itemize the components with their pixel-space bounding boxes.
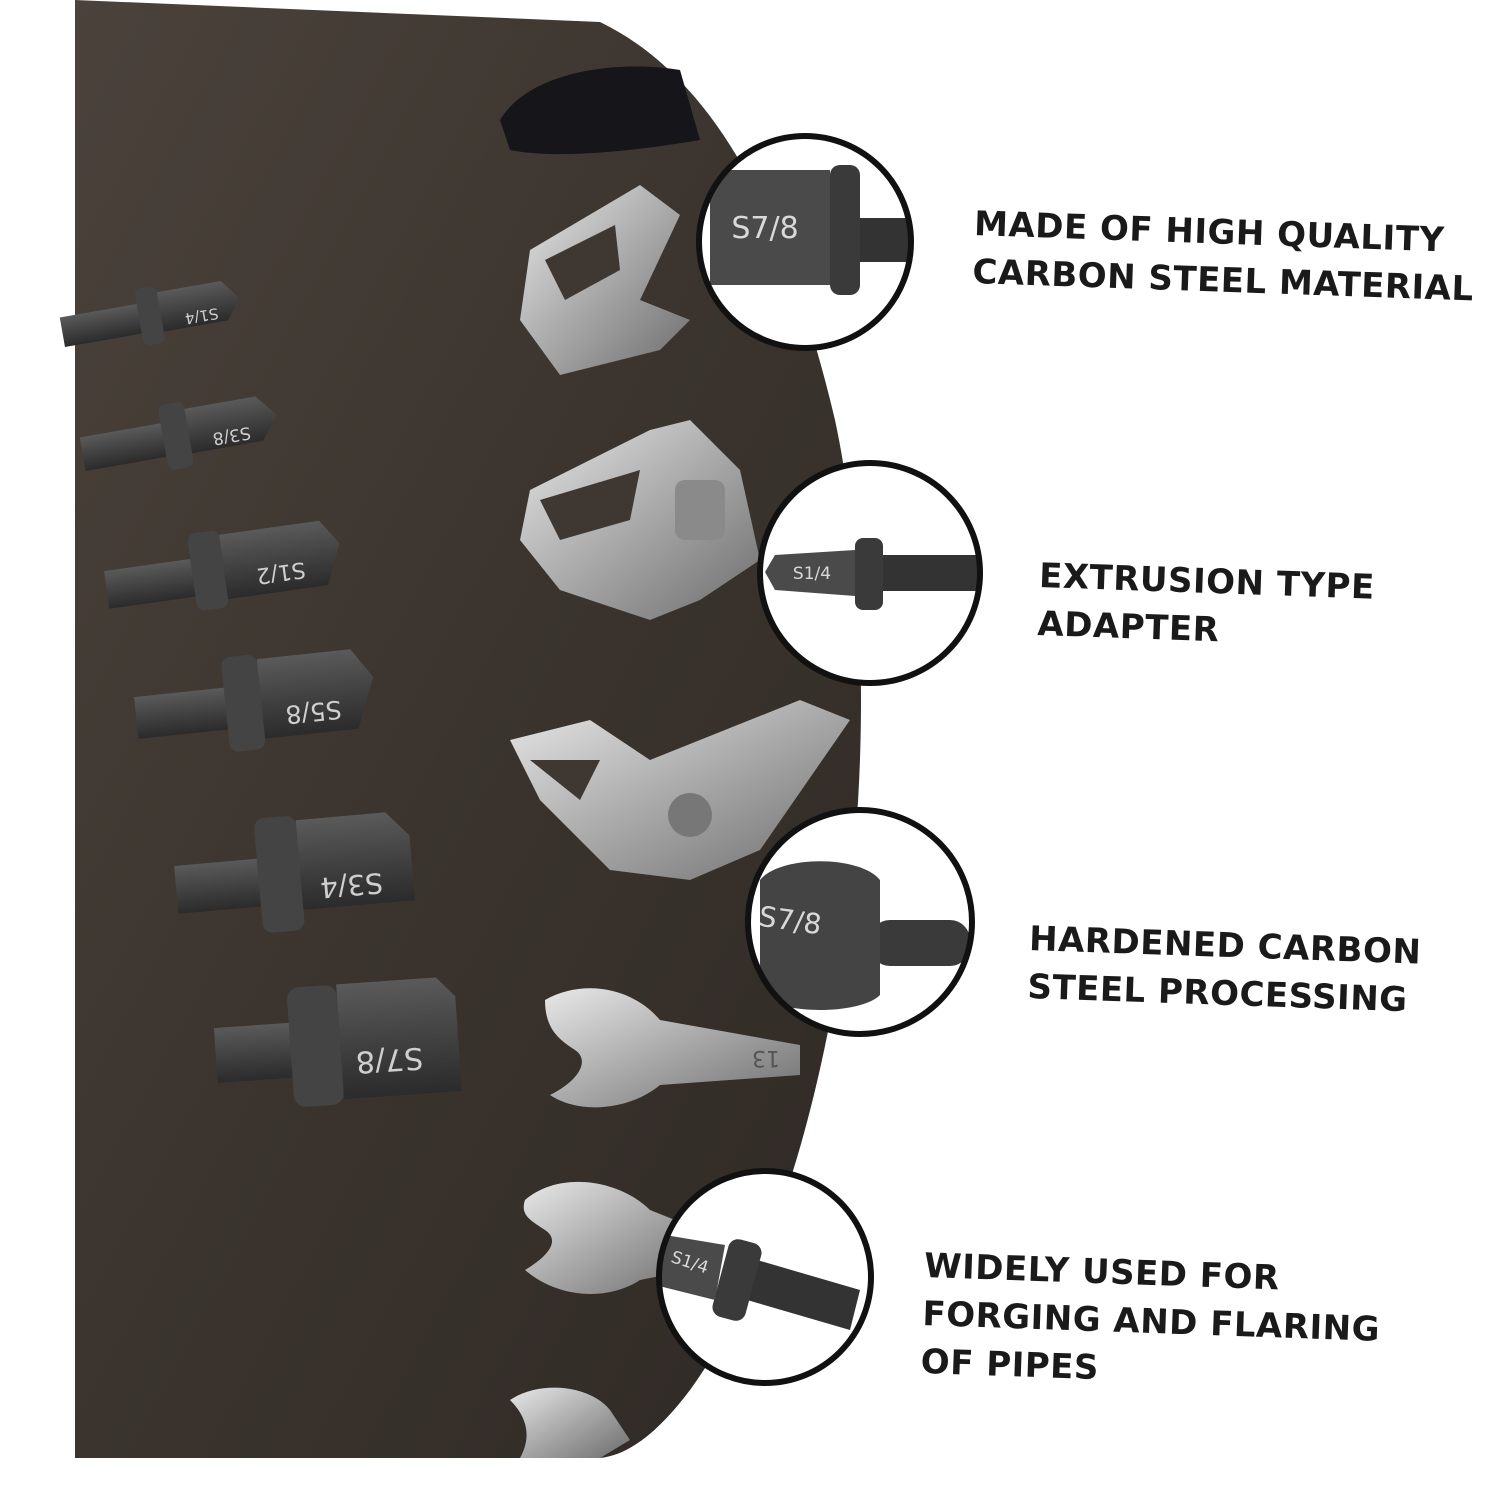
adapter-s1-2: S1/2: [104, 520, 340, 611]
adjustable-wrench-1: [520, 185, 690, 375]
feature-text-type: EXTRUSION TYPE ADAPTER: [1037, 552, 1376, 660]
detail-circle-processing: S7/8: [745, 807, 975, 1037]
adapter-label: S3/4: [319, 866, 384, 904]
detail-circle-material: S7/8: [696, 133, 914, 351]
adapter-s5-8: S5/8: [134, 649, 374, 752]
combination-wrench-2: [523, 1181, 700, 1294]
adapter-label: S5/8: [284, 695, 343, 730]
adapter-label: S7/8: [355, 1040, 425, 1080]
feature-text-processing: HARDENED CARBON STEEL PROCESSING: [1027, 915, 1422, 1025]
adapter-s7-8: S7/8: [213, 977, 462, 1107]
badge-label: S7/8: [731, 211, 798, 246]
adapter-label: S1/4: [184, 304, 220, 328]
combination-wrench-1: 13: [545, 988, 800, 1108]
adapter-s3-8: S3/8: [79, 396, 277, 472]
combination-wrench-3: [510, 1387, 630, 1458]
table-surface: [75, 0, 862, 1458]
feature-text-material: MADE OF HIGH QUALITY CARBON STEEL MATERI…: [972, 200, 1476, 313]
pliers-handle: [500, 66, 700, 155]
detail-circle-usage: S1/4: [656, 1168, 874, 1386]
adjustable-wrench-2: [520, 420, 760, 620]
badge-label: S1/4: [793, 564, 831, 584]
adapter-s1-4: S1/4: [59, 280, 240, 348]
detail-circle-type: S1/4: [757, 460, 983, 686]
adapter-s3-4: S3/4: [174, 812, 416, 933]
pipe-wrench: [510, 700, 850, 880]
feature-text-usage: WIDELY USED FOR FORGING AND FLARING OF P…: [920, 1242, 1383, 1402]
wrench-marking: 13: [752, 1045, 780, 1070]
